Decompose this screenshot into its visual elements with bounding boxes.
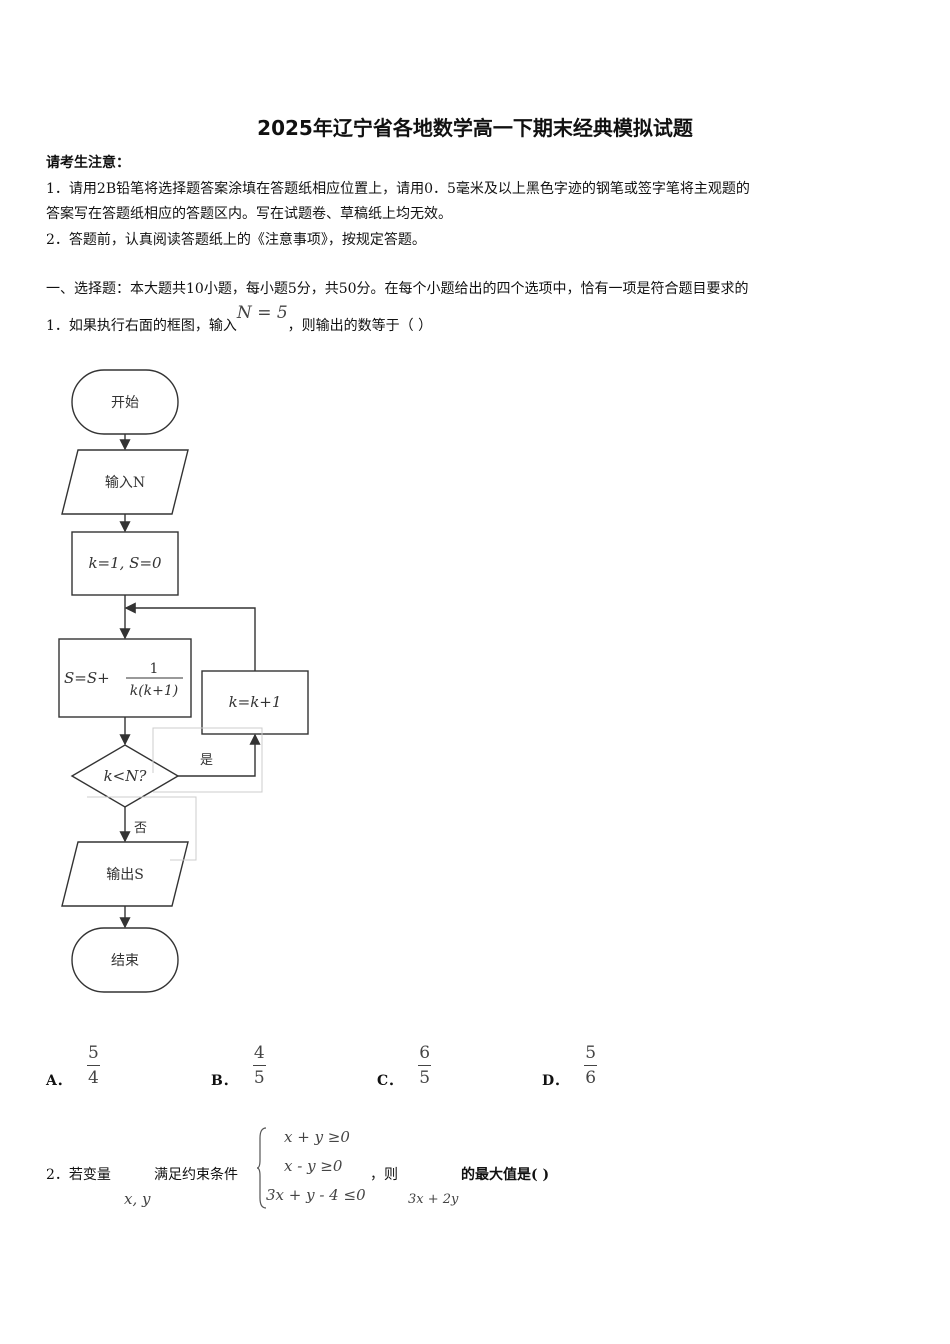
question-2-objective: 3x + 2y: [408, 1192, 459, 1207]
question-2-prefix: 2．若变量: [46, 1167, 111, 1183]
option-a-denominator: 4: [87, 1067, 99, 1088]
question-1-math: N = 5: [236, 303, 288, 323]
flowchart-init-label: k=1, S=0: [88, 554, 162, 572]
question-1-suffix: ，则输出的数等于（ ）: [287, 318, 433, 334]
question-2-suffix: 的最大值是( ): [461, 1167, 550, 1183]
page-title: 2025年辽宁省各地数学高一下期末经典模拟试题: [257, 116, 693, 140]
question-1: 1．如果执行右面的框图，输入N = 5，则输出的数等于（ ）: [46, 303, 433, 335]
question-1-prefix: 1．如果执行右面的框图，输入: [46, 318, 237, 334]
constraint-3: 3x + y - 4 ≤0: [266, 1186, 366, 1204]
flowchart-update-label: S=S+: [64, 669, 110, 687]
flowchart-output-label: 输出S: [106, 867, 144, 883]
option-b-denominator: 5: [253, 1067, 265, 1088]
flowchart-condition-label: k<N?: [104, 767, 148, 785]
option-d-denominator: 6: [585, 1067, 597, 1088]
constraint-brace: [256, 1127, 267, 1209]
option-b-numerator: 4: [253, 1042, 265, 1063]
flowchart-increment-label: k=k+1: [229, 693, 282, 711]
question-2-vars: x, y: [124, 1190, 151, 1208]
flowchart-input-label: 输入N: [105, 475, 145, 491]
option-c-denominator: 5: [419, 1067, 431, 1088]
flowchart-start-label: 开始: [111, 395, 139, 411]
notice-heading: 请考生注意：: [46, 155, 130, 171]
constraint-2: x - y ≥0: [284, 1157, 343, 1175]
flowchart-end-label: 结束: [111, 953, 139, 969]
notice-item-2: 2．答题前，认真阅读答题纸上的《注意事项》，按规定答题。: [46, 232, 426, 248]
flowchart-update-fraction-numerator: 1: [150, 661, 159, 677]
section-heading: 一、选择题：本大题共10小题，每小题5分，共50分。在每个小题给出的四个选项中，…: [46, 281, 749, 297]
option-d-label: D．: [542, 1073, 569, 1089]
option-b-label: B．: [211, 1073, 237, 1089]
option-c-numerator: 6: [419, 1042, 431, 1063]
flowchart-output-node: [61, 841, 189, 907]
constraint-1: x + y ≥0: [284, 1128, 350, 1146]
question-2-after: ，则: [370, 1167, 398, 1183]
option-c-label: C．: [377, 1073, 403, 1089]
flowchart: 开始 输入N k=1, S=0 S=S+ 1 k(k+1) k=k+1 k<N?…: [58, 369, 309, 993]
notice-item-1-line-1: 1．请用2B铅笔将选择题答案涂填在答题纸相应位置上，请用0．5毫米及以上黑色字迹…: [46, 181, 750, 197]
option-a-label: A．: [46, 1073, 71, 1089]
flowchart-update-fraction-denominator: k(k+1): [130, 683, 179, 699]
flowchart-no-label: 否: [134, 821, 147, 836]
flowchart-yes-label: 是: [200, 753, 213, 768]
option-d-numerator: 5: [585, 1042, 597, 1063]
flowchart-input-node: [61, 449, 189, 515]
question-2-middle: 满足约束条件: [154, 1167, 238, 1183]
notice-item-1-line-2: 答案写在答题纸相应的答题区内。写在试题卷、草稿纸上均无效。: [46, 206, 452, 222]
option-a-numerator: 5: [87, 1042, 99, 1063]
